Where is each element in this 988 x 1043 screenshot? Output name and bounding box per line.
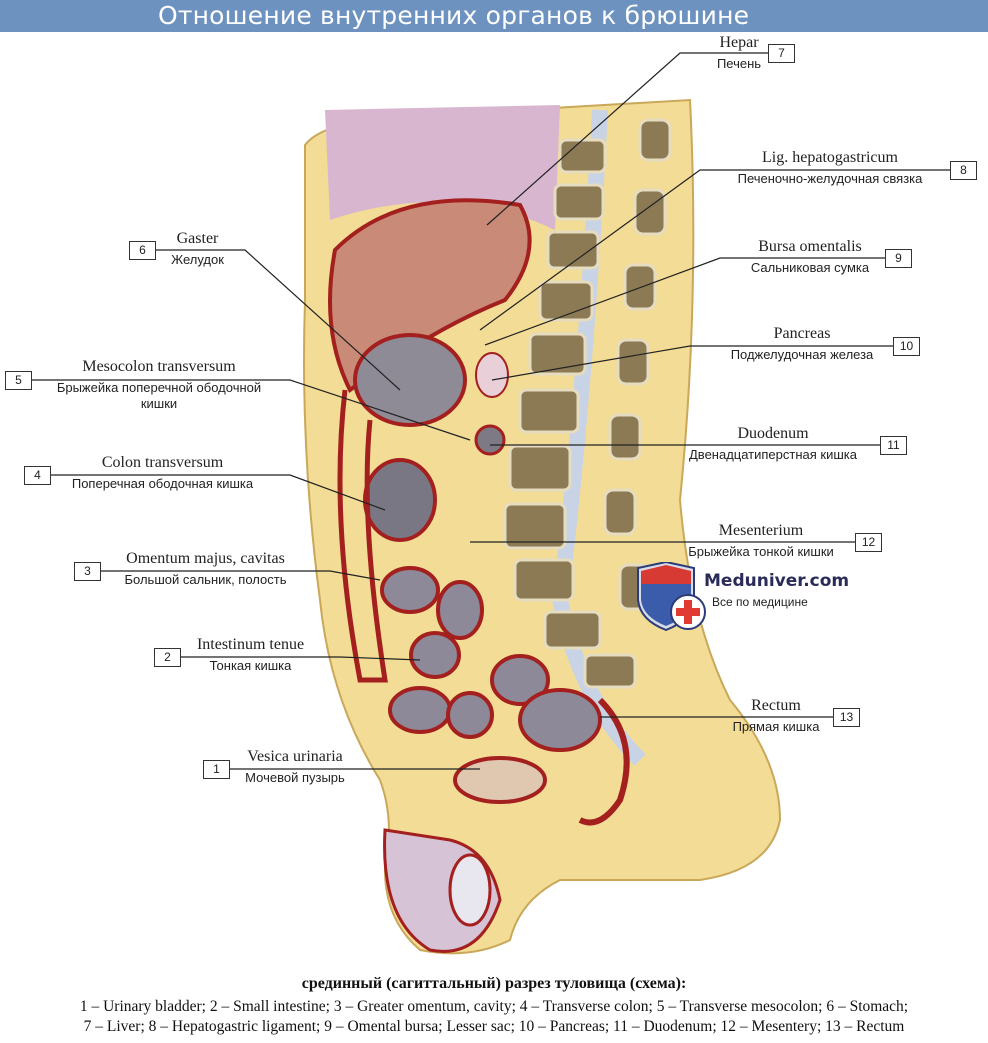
label-lig-hepatogastricum: Lig. hepatogastricum Печеночно-желудочна… (715, 149, 945, 187)
label-russian: Мочевой пузырь (245, 770, 345, 785)
thorax-region (325, 105, 560, 230)
label-russian: Брыжейка тонкой кишки (688, 544, 834, 559)
label-number: 7 (768, 44, 795, 63)
pancreas (475, 352, 509, 398)
label-russian: Прямая кишка (732, 719, 820, 734)
label-number: 1 (203, 760, 230, 779)
shield-cross-icon (637, 560, 706, 632)
label-duodenum: Duodenum Двенадцатиперстная кишка (668, 425, 878, 463)
label-latin: Omentum majus, cavitas (126, 550, 285, 567)
caption-legend-line2: 7 – Liver; 8 – Hepatogastric ligament; 9… (83, 1018, 905, 1035)
label-latin: Colon transversum (101, 454, 224, 471)
watermark-brand: Meduniver.com (704, 571, 850, 591)
label-hepar: Hepar Печень (700, 34, 778, 72)
label-russian: Печень (716, 56, 762, 71)
label-latin: Rectum (751, 697, 801, 714)
label-colon-transversum: Colon transversum Поперечная ободочная к… (55, 454, 270, 492)
label-number: 5 (5, 371, 32, 390)
label-latin: Mesenterium (718, 522, 804, 539)
label-omentum-majus: Omentum majus, cavitas Большой сальник, … (108, 550, 303, 588)
watermark-tagline: Все по медицине (712, 595, 808, 609)
label-latin: Vesica urinaria (247, 748, 343, 765)
label-vesica-urinaria: Vesica urinaria Мочевой пузырь (236, 748, 354, 786)
label-number: 2 (154, 648, 181, 667)
label-number: 3 (74, 562, 101, 581)
label-russian: Двенадцатиперстная кишка (689, 447, 857, 462)
caption-legend-line1: 1 – Urinary bladder; 2 – Small intestine… (79, 998, 909, 1015)
label-number: 4 (24, 466, 51, 485)
label-russian-line2: кишки (140, 396, 178, 411)
leader-lines (31, 52, 950, 770)
label-russian: Брыжейка поперечной ободочной (56, 380, 262, 395)
label-latin: Gaster (176, 230, 219, 247)
caption-title: срединный (сагиттальный) разрез туловища… (301, 975, 687, 992)
label-latin: Pancreas (773, 325, 831, 342)
label-bursa-omentalis: Bursa omentalis Сальниковая сумка (725, 238, 895, 276)
label-russian: Поджелудочная железа (730, 347, 874, 362)
page-title: Отношение внутренних органов к брюшине (158, 1, 750, 30)
duodenum (474, 424, 506, 456)
testis (448, 853, 492, 927)
label-number: 11 (880, 436, 907, 455)
label-russian: Печеночно-желудочная связка (737, 171, 923, 186)
label-latin: Lig. hepatogastricum (762, 149, 898, 166)
label-number: 9 (885, 249, 912, 268)
label-russian: Сальниковая сумка (750, 260, 870, 275)
label-latin: Mesocolon transversum (82, 358, 236, 375)
label-russian: Поперечная ободочная кишка (71, 476, 254, 491)
title-bar: Отношение внутренних органов к брюшине (0, 0, 988, 32)
label-mesenterium: Mesenterium Брыжейка тонкой кишки (670, 522, 852, 560)
label-number: 10 (893, 337, 920, 356)
label-rectum: Rectum Прямая кишка (722, 697, 830, 735)
label-intestinum-tenue: Intestinum tenue Тонкая кишка (188, 636, 313, 674)
label-latin: Intestinum tenue (196, 636, 305, 653)
label-russian: Желудок (171, 252, 224, 267)
label-number: 13 (833, 708, 860, 727)
greater-omentum (337, 389, 388, 683)
label-pancreas: Pancreas Поджелудочная железа (712, 325, 892, 363)
label-number: 6 (129, 241, 156, 260)
transverse-colon (363, 458, 437, 542)
label-mesocolon-transversum: Mesocolon transversum Брыжейка поперечно… (35, 358, 283, 412)
label-gaster: Gaster Желудок (160, 230, 235, 268)
label-latin: Hepar (719, 34, 759, 51)
label-number: 8 (950, 161, 977, 180)
meduniver-watermark: Meduniver.com Все по медицине (636, 560, 849, 639)
urinary-bladder (453, 756, 547, 804)
small-intestine (380, 566, 602, 752)
label-latin: Bursa omentalis (758, 238, 862, 255)
label-russian: Большой сальник, полость (124, 572, 287, 587)
stomach (353, 333, 467, 427)
rectum (578, 697, 630, 826)
label-russian: Тонкая кишка (209, 658, 292, 673)
label-latin: Duodenum (737, 425, 809, 442)
label-number: 12 (855, 533, 882, 552)
